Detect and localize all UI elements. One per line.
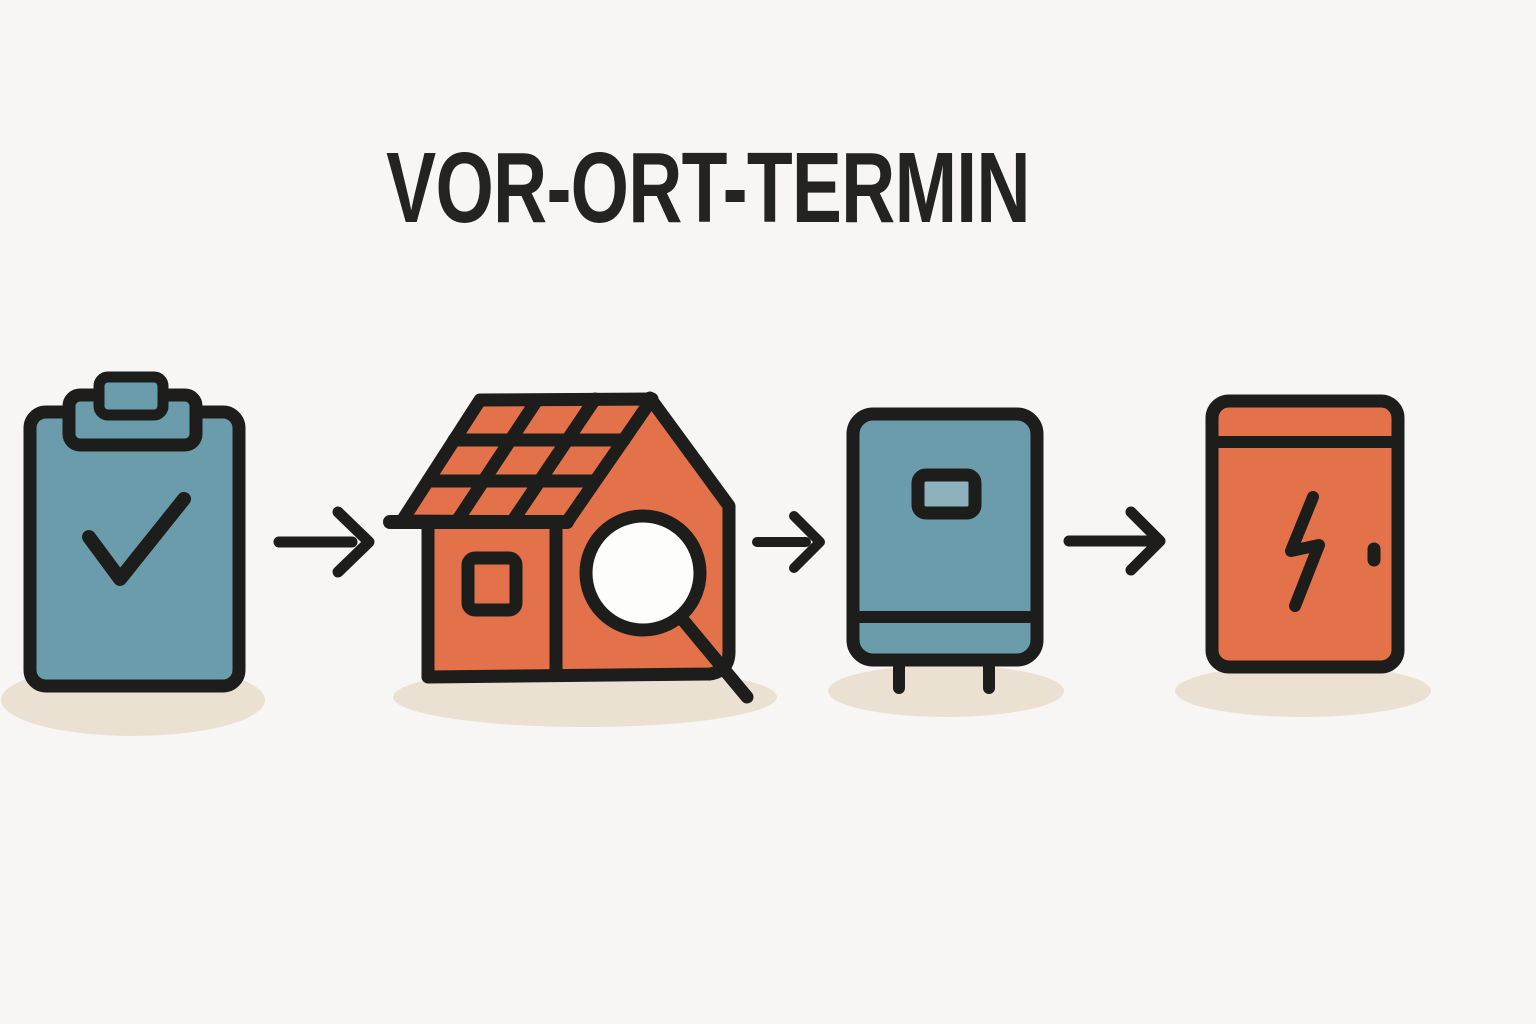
magnifier-icon xyxy=(579,509,754,704)
arrow-right-icon xyxy=(273,506,375,578)
magnifier-handle xyxy=(676,613,754,704)
clipboard-board xyxy=(23,405,246,693)
arrow-head xyxy=(1125,506,1166,576)
arrow-right-icon xyxy=(1063,506,1166,576)
battery-body xyxy=(1205,394,1405,674)
solar-panel-grid xyxy=(421,392,631,529)
clipboard-clip-tab xyxy=(93,371,169,421)
lightning-bolt-icon xyxy=(1285,491,1325,612)
arrow-head xyxy=(332,506,375,578)
inverter-display xyxy=(911,468,982,520)
magnifier-lens xyxy=(579,509,707,637)
battery-storage-icon xyxy=(1205,394,1405,674)
shadow-battery xyxy=(1175,665,1431,717)
house-window xyxy=(461,551,523,617)
shadow-inverter xyxy=(828,665,1064,717)
page-title: VOR-ORT-TERMIN xyxy=(386,132,1030,244)
clipboard-check-icon xyxy=(23,371,246,693)
arrow-head xyxy=(789,511,825,573)
checkmark xyxy=(82,492,191,586)
arrow-right-icon xyxy=(752,511,825,573)
house-solar-panels-magnifier-icon xyxy=(383,391,754,704)
inverter-body xyxy=(846,407,1044,667)
inverter-icon xyxy=(846,407,1044,694)
